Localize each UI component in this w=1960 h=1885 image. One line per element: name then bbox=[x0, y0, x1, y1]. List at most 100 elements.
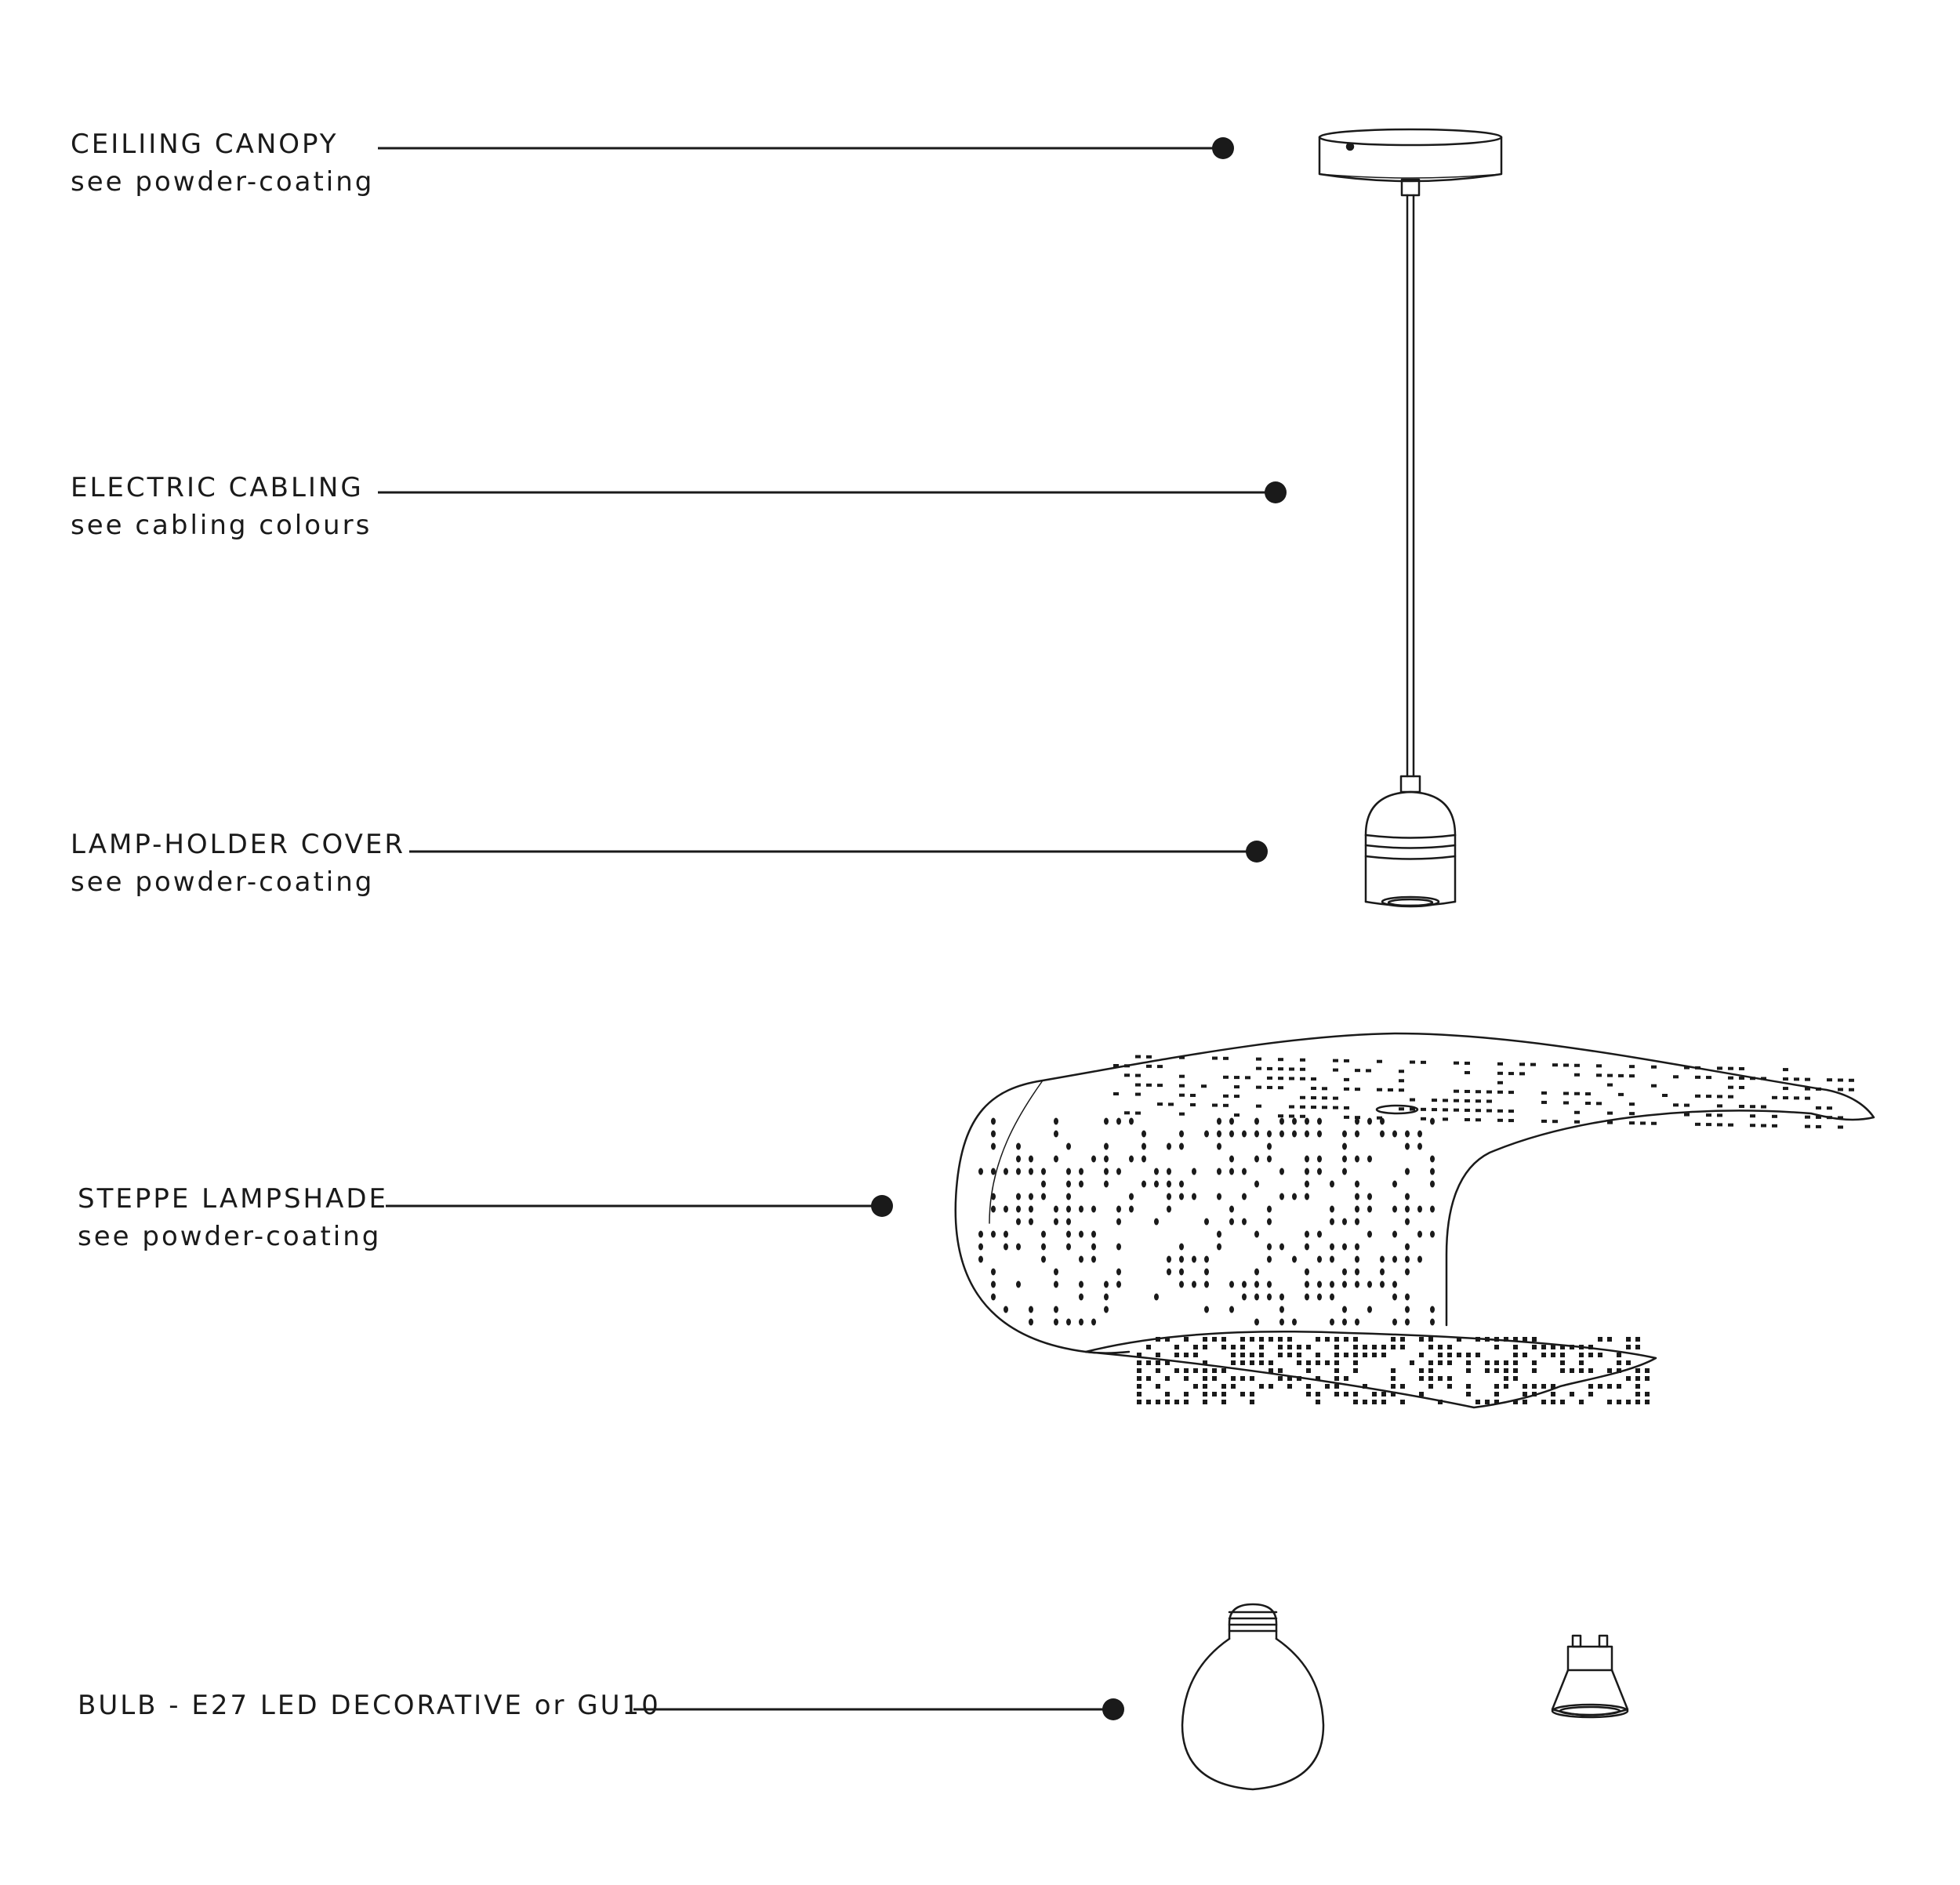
perforation bbox=[1532, 1392, 1537, 1396]
perforation bbox=[1391, 1392, 1396, 1396]
perforation bbox=[1494, 1384, 1499, 1389]
perforation bbox=[1342, 1280, 1347, 1288]
perforation bbox=[1342, 1130, 1347, 1138]
steppe-lampshade-subtitle: see powder-coating bbox=[78, 1221, 382, 1252]
perforation bbox=[1269, 1384, 1273, 1389]
perforation bbox=[1142, 1130, 1146, 1138]
perforation bbox=[1250, 1400, 1254, 1404]
perforation bbox=[1563, 1063, 1569, 1067]
bulb-title: BULB - E27 LED DECORATIVE or GU10 bbox=[78, 1690, 661, 1721]
perforation bbox=[1157, 1084, 1163, 1088]
perforation bbox=[1380, 1130, 1385, 1138]
perforation bbox=[1400, 1337, 1405, 1342]
perforation bbox=[1184, 1368, 1189, 1373]
perforation bbox=[1305, 1280, 1309, 1288]
perforation bbox=[1761, 1077, 1766, 1081]
perforation bbox=[1330, 1318, 1334, 1326]
perforation bbox=[1486, 1099, 1492, 1103]
perforation bbox=[1234, 1085, 1240, 1089]
perforation bbox=[1179, 1193, 1184, 1200]
perforation bbox=[1137, 1360, 1142, 1365]
perforation bbox=[1279, 1168, 1284, 1175]
perforation bbox=[1363, 1400, 1367, 1404]
perforation bbox=[1560, 1353, 1565, 1357]
perforation bbox=[1739, 1066, 1744, 1070]
perforation bbox=[1626, 1376, 1631, 1381]
perforation bbox=[1254, 1130, 1259, 1138]
perforation bbox=[1541, 1400, 1546, 1404]
perforation bbox=[1541, 1384, 1546, 1389]
perforation bbox=[1267, 1130, 1272, 1138]
perforation bbox=[1259, 1384, 1264, 1389]
perforation bbox=[1532, 1337, 1537, 1342]
perforation bbox=[1342, 1318, 1347, 1326]
perforation bbox=[1254, 1318, 1259, 1326]
perforation bbox=[1217, 1243, 1221, 1251]
perforation bbox=[991, 1280, 996, 1288]
perforation bbox=[1240, 1345, 1245, 1349]
perforation bbox=[1367, 1155, 1372, 1163]
perforation bbox=[1447, 1353, 1452, 1357]
perforation bbox=[1706, 1113, 1711, 1117]
perforation bbox=[1190, 1093, 1196, 1097]
perforation bbox=[1372, 1400, 1377, 1404]
perforation bbox=[1381, 1345, 1386, 1349]
perforation bbox=[1066, 1193, 1071, 1200]
perforation bbox=[1278, 1337, 1283, 1342]
perforation bbox=[1292, 1130, 1297, 1138]
perforation bbox=[1574, 1091, 1580, 1095]
perforation bbox=[1041, 1168, 1046, 1175]
perforation bbox=[1486, 1090, 1492, 1094]
perforation bbox=[1645, 1392, 1650, 1396]
perforation bbox=[1392, 1318, 1397, 1326]
perforation bbox=[1322, 1096, 1327, 1100]
perforation bbox=[1029, 1168, 1033, 1175]
perforation bbox=[1066, 1230, 1071, 1238]
perforation bbox=[1419, 1376, 1424, 1381]
perforation bbox=[1392, 1230, 1397, 1238]
perforation bbox=[1231, 1384, 1236, 1389]
perforation bbox=[1137, 1400, 1142, 1404]
perforation bbox=[1306, 1360, 1311, 1365]
perforation bbox=[1399, 1107, 1404, 1111]
perforation bbox=[1805, 1124, 1810, 1128]
perforation bbox=[1367, 1280, 1372, 1288]
perforation bbox=[1154, 1218, 1159, 1226]
perforation bbox=[1146, 1345, 1151, 1349]
perforation bbox=[991, 1230, 996, 1238]
perforation bbox=[1168, 1102, 1174, 1106]
perforation bbox=[1267, 1076, 1272, 1080]
perforation bbox=[1165, 1392, 1170, 1396]
perforation bbox=[1617, 1384, 1621, 1389]
perforation bbox=[1400, 1345, 1405, 1349]
perforation bbox=[1717, 1113, 1722, 1117]
perforation bbox=[1353, 1360, 1358, 1365]
perforation bbox=[1142, 1142, 1146, 1150]
perforation bbox=[1428, 1345, 1433, 1349]
perforation bbox=[1054, 1280, 1058, 1288]
perforation bbox=[1598, 1384, 1602, 1389]
perforation bbox=[1570, 1345, 1574, 1349]
perforation bbox=[1508, 1119, 1514, 1123]
perforation bbox=[1292, 1117, 1297, 1125]
perforation bbox=[1193, 1368, 1198, 1373]
perforation bbox=[1317, 1168, 1322, 1175]
perforation bbox=[1154, 1293, 1159, 1301]
perforation bbox=[1504, 1376, 1508, 1381]
perforation bbox=[1113, 1064, 1119, 1067]
perforation bbox=[1695, 1075, 1700, 1079]
perforation bbox=[1651, 1121, 1657, 1125]
perforation bbox=[1342, 1243, 1347, 1251]
perforation bbox=[1306, 1384, 1311, 1389]
perforation bbox=[1392, 1255, 1397, 1263]
perforation bbox=[1466, 1353, 1471, 1357]
perforation bbox=[1079, 1205, 1083, 1213]
perforation bbox=[1410, 1360, 1414, 1365]
perforation bbox=[1645, 1400, 1650, 1404]
perforation bbox=[1465, 1070, 1470, 1074]
perforation bbox=[1400, 1384, 1405, 1389]
perforation bbox=[1179, 1280, 1184, 1288]
perforation bbox=[1269, 1368, 1273, 1373]
perforation bbox=[1066, 1142, 1071, 1150]
perforation bbox=[1146, 1064, 1152, 1068]
